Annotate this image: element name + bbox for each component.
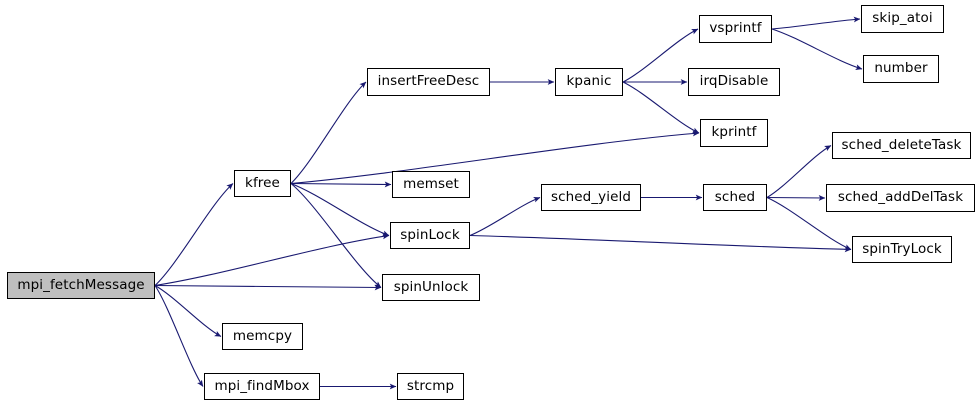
graph-node-memcpy[interactable]: memcpy [222,323,303,350]
graph-edge-kfree-to-spinLock [290,182,390,237]
graph-node-mpi_fetchMessage[interactable]: mpi_fetchMessage [7,272,155,299]
graph-edge-sched-to-sched_addDelTask [766,195,826,201]
graph-edge-mpi_fetchMessage-to-spinLock [154,233,390,287]
graph-node-spinUnlock[interactable]: spinUnlock [382,274,480,301]
graph-node-sched_addDelTask[interactable]: sched_addDelTask [826,184,975,212]
graph-edge-mpi_fetchMessage-to-kfree [154,183,234,286]
graph-edge-vsprintf-to-number [771,28,863,70]
graph-node-vsprintf[interactable]: vsprintf [699,15,772,43]
graph-node-insertFreeDesc[interactable]: insertFreeDesc [367,68,490,96]
graph-edge-vsprintf-to-skip_atoi [771,16,861,30]
graph-node-sched[interactable]: sched [703,184,767,211]
graph-edge-kfree-to-insertFreeDesc [290,81,367,184]
graph-edge-mpi_fetchMessage-to-mpi_findMbox [154,285,204,387]
graph-node-mpi_findMbox[interactable]: mpi_findMbox [204,373,320,400]
graph-edge-sched-to-sched_deleteTask [766,145,832,198]
graph-node-sched_deleteTask[interactable]: sched_deleteTask [832,132,971,159]
graph-edge-spinLock-to-sched_yield [469,196,541,237]
graph-edge-kfree-to-kprintf [290,130,700,185]
graph-node-memset[interactable]: memset [392,171,470,198]
graph-node-kpanic[interactable]: kpanic [555,68,623,96]
graph-edge-mpi_fetchMessage-to-memcpy [154,285,222,337]
graph-node-skip_atoi[interactable]: skip_atoi [861,5,944,33]
graph-edge-spinLock-to-spinTryLock [469,234,852,253]
graph-node-kprintf[interactable]: kprintf [700,119,768,147]
graph-node-kfree[interactable]: kfree [234,170,291,197]
graph-node-irqDisable[interactable]: irqDisable [688,68,780,96]
graph-node-number[interactable]: number [863,55,939,83]
graph-node-strcmp[interactable]: strcmp [397,373,464,400]
graph-node-sched_yield[interactable]: sched_yield [541,184,641,211]
graph-node-spinTryLock[interactable]: spinTryLock [852,236,952,263]
graph-node-spinLock[interactable]: spinLock [390,222,470,249]
graph-edge-kfree-to-memset [290,181,392,188]
graph-edge-kfree-to-spinUnlock [290,183,382,288]
graph-edge-kpanic-to-vsprintf [622,28,699,83]
graph-edge-mpi_fetchMessage-to-spinUnlock [154,284,382,291]
